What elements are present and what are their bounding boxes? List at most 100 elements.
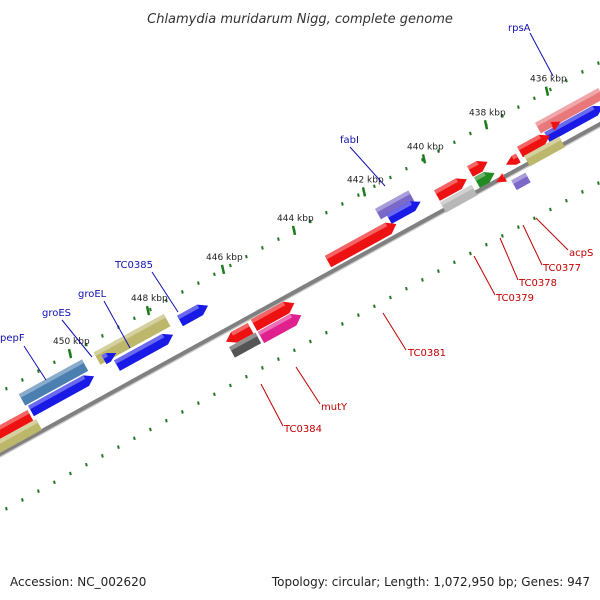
accession-text: Accession: NC_002620	[10, 575, 146, 589]
small-red-arrow	[496, 173, 507, 183]
minor-tick	[437, 149, 440, 153]
tick-label: 450 kbp	[53, 337, 90, 347]
minor-tick	[373, 304, 376, 309]
minor-tick	[357, 313, 360, 317]
minor-tick	[21, 498, 24, 502]
callout-line	[23, 345, 47, 381]
minor-tick	[277, 357, 280, 361]
callout-line	[349, 146, 386, 187]
major-tick	[67, 348, 73, 359]
TC0381b-arrow	[250, 301, 295, 331]
gene-label-acps: acpS	[569, 248, 593, 259]
minor-tick	[325, 330, 328, 335]
gene-label-tc0379: TC0379	[495, 293, 534, 304]
minor-tick	[117, 445, 120, 449]
minor-tick	[469, 251, 472, 256]
minor-tick	[245, 374, 248, 379]
minor-tick	[101, 334, 104, 338]
minor-tick	[261, 366, 264, 370]
groES-arrow	[101, 353, 117, 365]
major-tick	[483, 119, 489, 130]
minor-tick	[261, 246, 264, 250]
callout-line	[382, 312, 407, 351]
tick-label: 448 kbp	[131, 294, 168, 304]
rpsA-blue-arrow	[544, 105, 600, 142]
minor-tick	[517, 105, 520, 109]
edge-olive-arrow	[0, 419, 42, 453]
minor-tick	[389, 295, 392, 300]
callout-line	[535, 217, 569, 251]
minor-tick	[549, 87, 552, 92]
minor-tick	[485, 242, 488, 247]
gene-label-pepf: pepF	[0, 333, 25, 344]
groEL-arrow	[93, 313, 171, 365]
minor-tick	[213, 392, 216, 397]
callout-line	[295, 366, 321, 405]
backbone-line	[0, 121, 600, 457]
minor-tick	[101, 454, 104, 458]
minor-tick	[133, 316, 136, 321]
minor-tick	[5, 386, 8, 391]
groEL-blue-arrow	[114, 333, 174, 371]
callout-line	[522, 224, 543, 266]
minor-tick	[437, 269, 440, 273]
tick-label: 438 kbp	[469, 108, 506, 118]
minor-tick	[53, 480, 56, 485]
acpS-arrow	[506, 153, 521, 165]
minor-tick	[453, 140, 456, 145]
major-tick	[544, 86, 550, 96]
minor-tick	[549, 207, 552, 212]
minor-tick	[85, 462, 88, 467]
minor-tick	[597, 61, 600, 65]
minor-tick	[293, 348, 296, 353]
major-tick	[220, 264, 226, 275]
callout-line	[529, 32, 554, 77]
minor-tick	[37, 489, 40, 493]
gene-label-tc0385: TC0385	[114, 260, 153, 271]
minor-tick	[69, 471, 72, 476]
TC0377-arrow	[517, 134, 550, 158]
minor-tick	[373, 184, 376, 189]
minor-tick	[37, 369, 40, 373]
minor-tick	[229, 263, 232, 268]
tick-label: 436 kbp	[530, 75, 567, 85]
gene-label-groel: groEL	[78, 289, 107, 300]
callout-line	[260, 383, 284, 427]
major-tick	[291, 225, 297, 236]
purple-lower-arrow	[511, 172, 531, 191]
fabI-blue-arrow	[386, 201, 421, 224]
minor-tick	[421, 278, 424, 282]
minor-tick	[197, 281, 200, 285]
minor-tick	[501, 234, 504, 238]
minor-tick	[533, 216, 536, 221]
minor-tick	[229, 383, 232, 388]
TC0379a-arrow	[434, 178, 467, 201]
major-tick	[421, 154, 427, 164]
minor-tick	[565, 198, 568, 203]
tick-label: 444 kbp	[277, 214, 314, 224]
minor-tick	[581, 70, 584, 74]
minor-tick	[197, 401, 200, 405]
pepF-arrow	[18, 359, 89, 406]
minor-tick	[421, 158, 424, 162]
minor-tick	[501, 114, 504, 118]
minor-tick	[213, 272, 216, 277]
minor-tick	[165, 418, 168, 423]
minor-tick	[341, 322, 344, 326]
TC0384a-arrow	[226, 322, 254, 343]
gene-label-tc0378: TC0378	[518, 278, 557, 289]
minor-tick	[133, 436, 136, 441]
TC0385-arrow	[177, 304, 209, 327]
TC0377a-arrow	[467, 160, 488, 177]
genome-summary-text: Topology: circular; Length: 1,072,950 bp…	[271, 575, 590, 589]
minor-tick	[309, 219, 312, 224]
minor-tick	[149, 307, 152, 312]
gene-label-groes: groES	[42, 308, 71, 319]
mutY-arrow	[257, 313, 302, 344]
callout-line	[473, 255, 496, 296]
minor-tick	[149, 427, 152, 432]
fabI-arrow	[375, 190, 415, 220]
gene-label-tc0381: TC0381	[407, 348, 446, 359]
